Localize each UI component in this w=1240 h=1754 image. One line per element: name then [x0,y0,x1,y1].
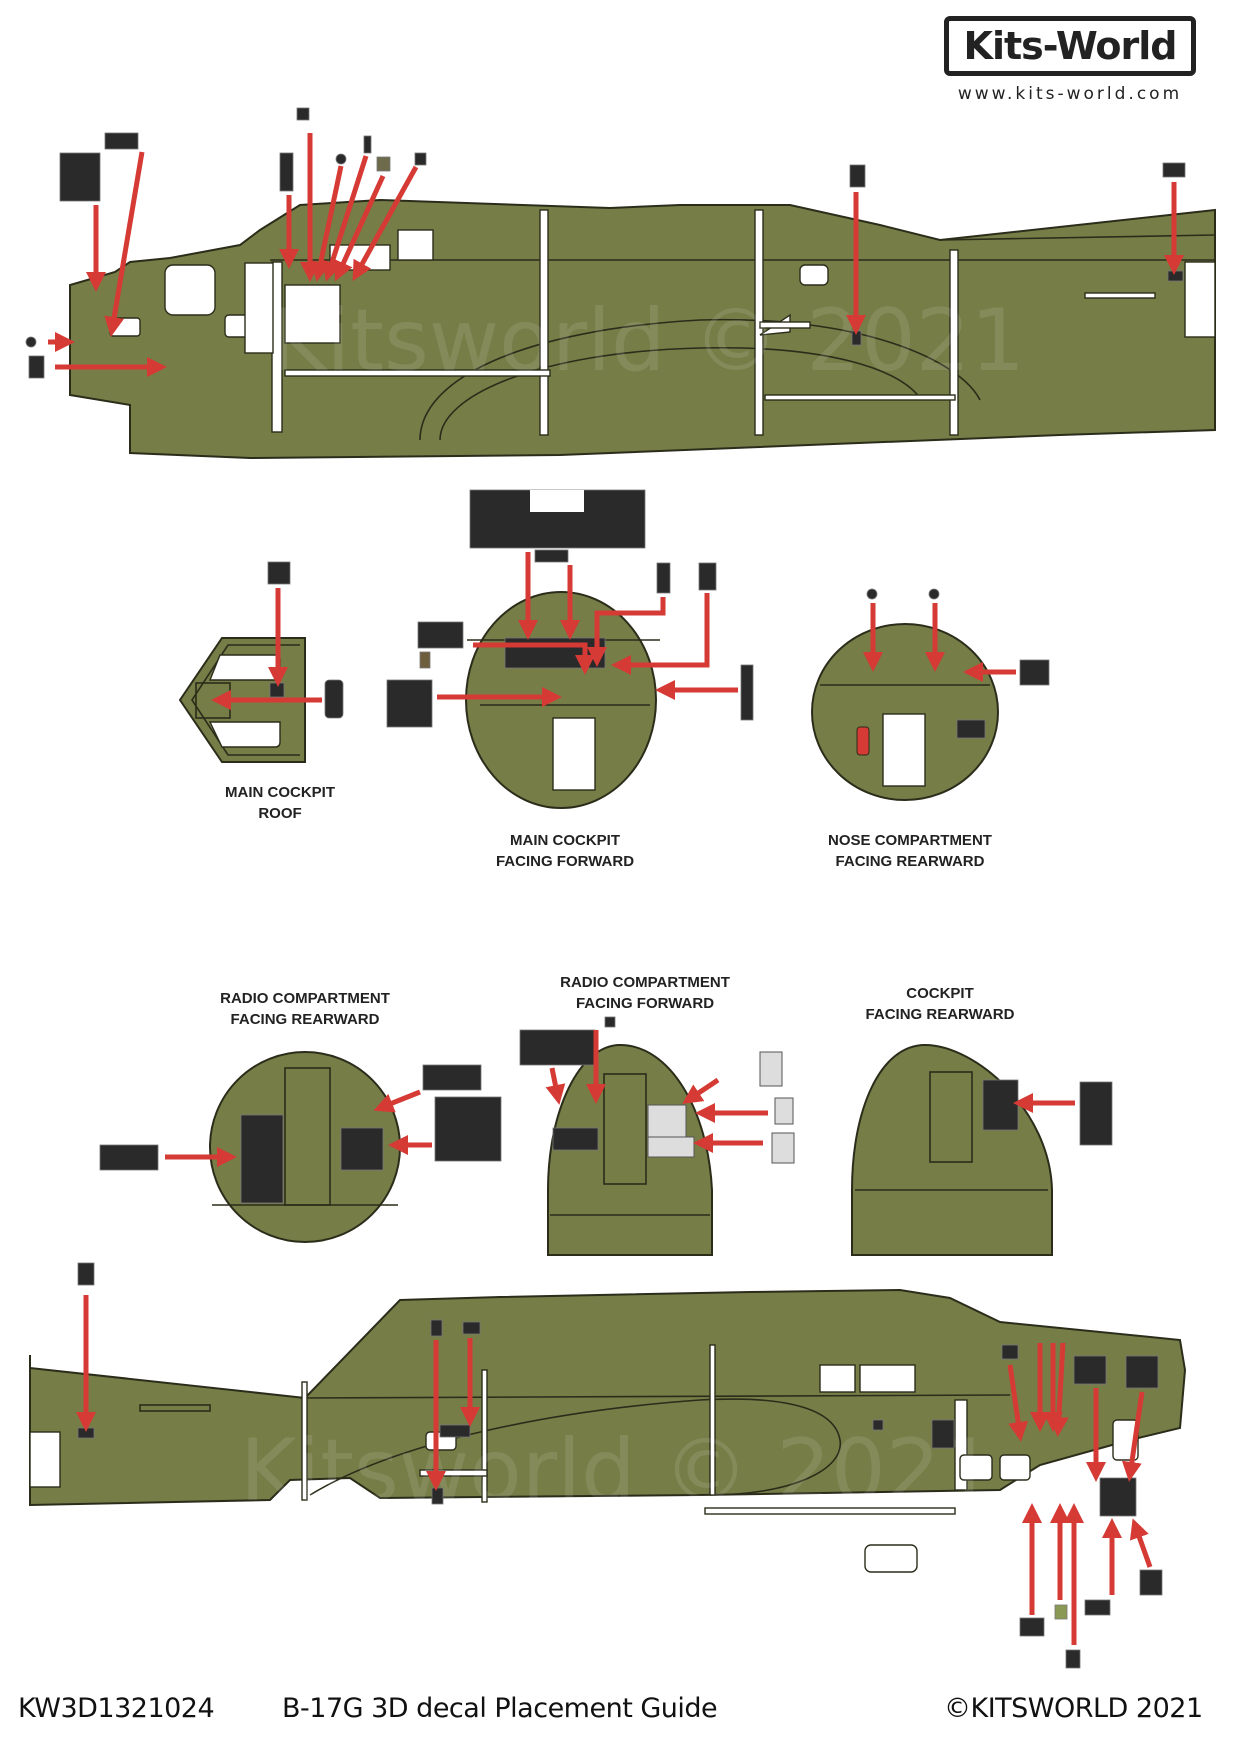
circuit-breaker-placed [982,1079,1019,1131]
vertical-panel-decal [279,152,294,192]
product-code: KW3D1321024 [18,1693,215,1724]
autopilot-decal [534,549,569,563]
radio-panel-decal [422,1064,482,1091]
nose-panel-decal [1019,659,1050,686]
data-plate-decal [1139,1569,1163,1596]
fuse-panel-decal [698,562,717,591]
engine-panel-decal [1125,1355,1159,1389]
compass-decal [928,588,940,600]
radio-panel-decal [99,1144,159,1171]
dial-panel-placed [647,1136,695,1158]
oxygen-decal [1065,1649,1081,1669]
radio-compartment-rearward-view [99,1051,502,1243]
radio-receiver [340,1127,384,1171]
dial-panel-placed [647,1104,687,1138]
fuselage-left-side-view: Kitsworld © 2021 [69,198,1216,460]
watermark: Kitsworld © 2021 [240,1421,995,1521]
vertical-switch-decal [656,562,671,594]
kits-world-logo: Kits-World [944,16,1196,76]
copyright: ©KITSWORLD 2021 [944,1693,1203,1724]
twin-switch-placed [77,1427,95,1439]
cross-decal [414,152,427,166]
oxygen-decal [77,1262,95,1286]
nav-panel-decal [59,152,101,202]
clock-decal [1001,1344,1019,1360]
oxygen-decal [430,1319,443,1337]
radio-compartment-forward-view [519,1016,795,1256]
twin-switch-decal [1167,270,1184,282]
gauge-decal [335,153,347,165]
oxygen-decal [28,355,45,379]
dial-decal [771,1132,795,1164]
engine-panel-placed [1099,1477,1137,1517]
label-radio-compartment-rearward: RADIO COMPARTMENT FACING REARWARD [220,990,390,1028]
roof-panel-decal [267,561,291,585]
panel-decal [1084,1599,1111,1616]
oxygen-decal-placed [851,330,862,346]
label-main-cockpit-roof: MAIN COCKPIT ROOF [225,784,335,822]
panel-placed [931,1419,955,1449]
small-placard-decal [419,651,431,669]
dial-decal [774,1097,794,1125]
pedestal-switch-decal [417,621,464,649]
radio-stack [240,1114,284,1204]
panel-placed [552,1127,599,1151]
circuit-breaker-decal [1079,1081,1113,1146]
main-cockpit-roof-view [178,561,344,763]
oxygen-decal [849,164,866,188]
cockpit-rearward-view [851,1043,1113,1256]
label-radio-compartment-forward: RADIO COMPARTMENT FACING FORWARD [560,974,730,1012]
gauge-decal [25,336,37,348]
liaison-panel-decal [519,1029,596,1066]
twin-switch-placed [439,1424,471,1438]
bottom-fuselage-decals [76,1262,1163,1669]
control-pedestal-decal [386,679,433,728]
logo-text: Kits-World [963,24,1178,68]
dial-decal [759,1051,783,1087]
switch-decal [604,1016,616,1028]
nose-compartment-rearward-view [811,588,1050,801]
olive-panel-decal [376,156,391,172]
roof-panel-decal-placed [269,682,285,698]
switch-decal [296,107,310,121]
small-panel-decal [104,132,139,150]
compass-decal [866,588,878,600]
cross-decal [872,1419,884,1431]
strip-decal [363,135,372,154]
fire-extinguisher [856,726,870,756]
label-nose-compartment-rearward: NOSE COMPARTMENT FACING REARWARD [828,832,992,870]
long-strip-decal [740,664,754,721]
main-cockpit-forward-view [386,489,754,809]
box-placed [956,719,986,739]
label-main-cockpit-forward: MAIN COCKPIT FACING FORWARD [495,832,635,870]
label-cockpit-rearward: COCKPIT FACING REARWARD [865,985,1015,1023]
receiver-decal [434,1096,502,1162]
watermark: Kitsworld © 2021 [270,291,1025,391]
gauge-panel-decal [1019,1617,1045,1637]
oxygen-decal-placed [431,1487,444,1505]
twin-switch-decal [462,1321,481,1335]
twin-switch-decal [1162,162,1186,178]
roof-switch-decal [324,679,344,719]
engine-panel-decal [1073,1355,1107,1385]
guide-title: B-17G 3D decal Placement Guide [282,1693,718,1724]
top-fuselage-decals [25,107,1186,379]
small-placard-decal [1054,1604,1068,1620]
fuselage-right-side-view: Kitsworld © 2021 [29,1288,1187,1573]
logo-url: www.kits-world.com [957,84,1183,104]
